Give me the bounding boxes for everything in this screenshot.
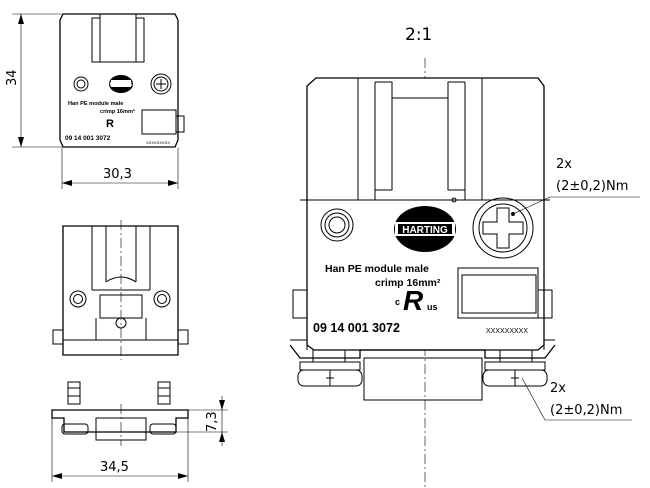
torque-lower-count: 2x <box>550 381 566 396</box>
side-view <box>51 381 189 446</box>
cert-mark-main: R <box>403 285 424 316</box>
cert-mark-suffix: us <box>427 302 438 312</box>
torque-upper-value: (2±0,2)Nm <box>556 179 628 194</box>
serial-small: XXXXXXXXX <box>146 140 170 145</box>
dimension-depth: 7,3 <box>176 396 228 446</box>
dimension-width-top-label: 30,3 <box>103 167 132 182</box>
part-number-small: 09 14 001 3072 <box>65 135 111 142</box>
brand-logo: HARTING <box>402 225 448 236</box>
product-crimp: crimp 16mm² <box>375 277 441 289</box>
product-name-small: Han PE module male <box>68 101 123 107</box>
dimension-width-bottom-label: 34,5 <box>100 460 129 475</box>
torque-callout-lower: 2x (2±0,2)Nm <box>521 377 632 421</box>
front-view-large: HARTING Han PE module male crimp 16mm² c… <box>289 58 556 488</box>
cert-mark-small: R <box>106 118 114 130</box>
product-name: Han PE module male <box>325 263 429 275</box>
cert-mark-prefix: c <box>395 297 400 307</box>
dimension-width-bottom: 34,5 <box>51 418 189 482</box>
dimension-depth-label: 7,3 <box>205 411 220 432</box>
scale-label: 2:1 <box>405 25 432 45</box>
torque-lower-value: (2±0,2)Nm <box>550 403 622 418</box>
dimension-width-top: 30,3 <box>61 148 179 189</box>
part-number: 09 14 001 3072 <box>313 321 400 335</box>
torque-upper-count: 2x <box>556 157 572 172</box>
dimension-height: 34 <box>5 13 62 148</box>
serial-number: XXXXXXXXX <box>486 328 528 335</box>
front-view-small: HARTING Han PE module male crimp 16mm² R… <box>59 13 185 148</box>
back-view <box>52 220 189 360</box>
brand-logo-small: HARTING <box>110 82 133 88</box>
torque-callout-upper: 2x (2±0,2)Nm <box>512 157 640 215</box>
dimension-height-label: 34 <box>5 69 20 86</box>
product-crimp-small: crimp 16mm² <box>100 108 135 115</box>
